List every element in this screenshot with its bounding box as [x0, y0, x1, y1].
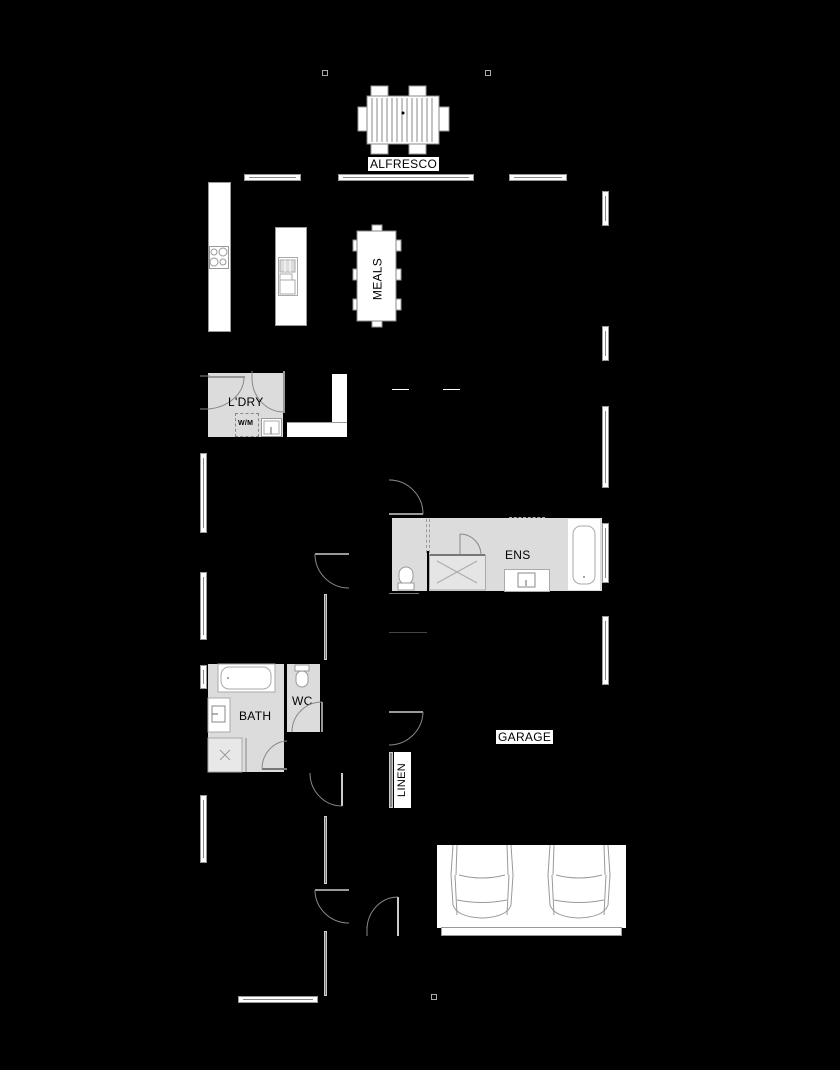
wall-mark — [443, 389, 460, 390]
window — [602, 326, 609, 361]
washing-machine-space — [235, 413, 259, 437]
room-label-alfresco: ALFRESCO — [368, 157, 440, 171]
linen-cupboard — [394, 752, 411, 808]
wall-stub — [324, 594, 327, 660]
room-label-bath: BATH — [239, 709, 272, 723]
window — [509, 174, 567, 181]
linen-door[interactable] — [389, 752, 393, 808]
porch-post — [431, 994, 437, 1000]
room-label-meals: MEALS — [370, 257, 385, 301]
window — [602, 191, 609, 226]
window — [200, 572, 207, 640]
ensuite-partition — [426, 519, 430, 553]
room-label-ensuite: ENS — [505, 548, 531, 562]
alfresco-post — [322, 70, 328, 76]
sliding-door — [338, 174, 474, 181]
window — [602, 616, 609, 685]
wall-mark — [392, 389, 409, 390]
room-label-garage: GARAGE — [496, 730, 554, 744]
room-label-linen: LINEN — [396, 763, 408, 797]
ensuite-partition — [427, 551, 429, 591]
window — [238, 996, 318, 1003]
l-shaped-bench — [332, 374, 347, 437]
washing-machine-label: W/M — [238, 420, 254, 427]
ensuite-window-top — [509, 517, 545, 519]
window — [200, 453, 207, 533]
wall-stub — [324, 816, 327, 884]
window — [602, 406, 609, 488]
window — [200, 795, 207, 863]
window — [244, 174, 301, 181]
ensuite-wall — [389, 593, 419, 594]
l-shaped-bench — [287, 422, 347, 437]
alfresco-post — [485, 70, 491, 76]
room-label-wc: WC — [292, 694, 313, 708]
window — [200, 665, 207, 689]
wall-stub — [324, 931, 327, 996]
window — [602, 523, 609, 583]
garage-parking-area — [437, 845, 626, 928]
garage-step — [441, 927, 622, 936]
wall-mark — [389, 632, 427, 633]
room-label-laundry: L'DRY — [228, 395, 264, 409]
